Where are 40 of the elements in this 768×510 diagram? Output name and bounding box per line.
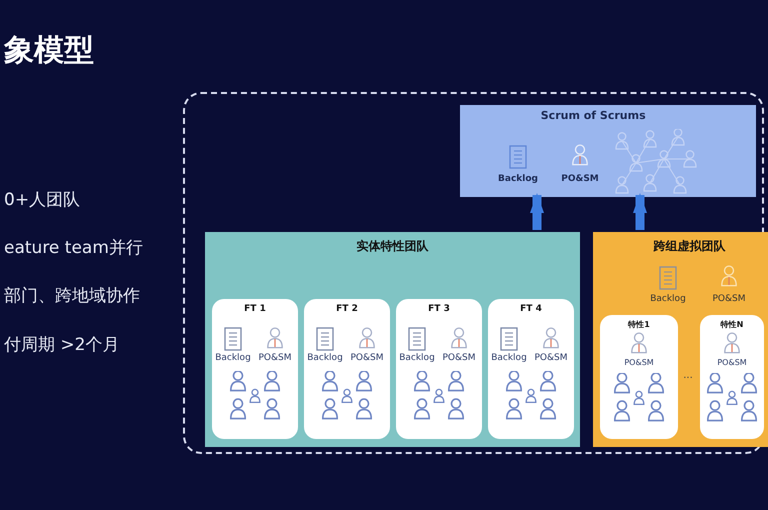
text-label: Backlog [399, 353, 435, 363]
team-card [700, 315, 764, 439]
card-title: FT 4 [520, 304, 542, 314]
panel-title: 跨组虚拟团队 [653, 238, 726, 255]
text-label: PO&SM [561, 174, 599, 184]
bullet-text: 付周期 >2个月 [4, 334, 120, 356]
card-title: 特性1 [628, 319, 650, 330]
panel [593, 232, 768, 447]
text-label: PO&SM [442, 353, 476, 363]
text-label: PO&SM [350, 353, 384, 363]
panel-title: Scrum of Scrums [540, 109, 646, 122]
text-label: Backlog [491, 353, 527, 363]
text-label: PO&SM [717, 358, 747, 367]
bullet-text: 0+人团队 [4, 189, 80, 211]
arrow [530, 193, 544, 230]
team-card [304, 299, 390, 439]
text-label: PO&SM [258, 353, 292, 363]
team-card [600, 315, 678, 439]
team-card [212, 299, 298, 439]
text-label: Backlog [215, 353, 251, 363]
text-label: PO&SM [534, 353, 568, 363]
panel [460, 105, 756, 197]
bullet-text: eature team并行 [4, 237, 143, 259]
team-card [488, 299, 574, 439]
panel-title: 实体特性团队 [356, 238, 428, 255]
text-label: PO&SM [624, 358, 654, 367]
team-card [396, 299, 482, 439]
card-title: 特性N [720, 319, 744, 330]
ellipsis-text: ... [683, 370, 693, 381]
card-title: FT 3 [428, 304, 450, 314]
text-label: Backlog [307, 353, 343, 363]
text-label: Backlog [498, 174, 538, 184]
text-label: PO&SM [712, 294, 746, 304]
text-label: Backlog [650, 294, 686, 304]
slide-title: 象模型 [4, 32, 94, 70]
bullet-text: 部门、跨地域协作 [4, 285, 140, 307]
card-title: FT 1 [244, 304, 266, 314]
panel [205, 232, 580, 447]
arrow [633, 193, 647, 230]
card-title: FT 2 [336, 304, 358, 314]
